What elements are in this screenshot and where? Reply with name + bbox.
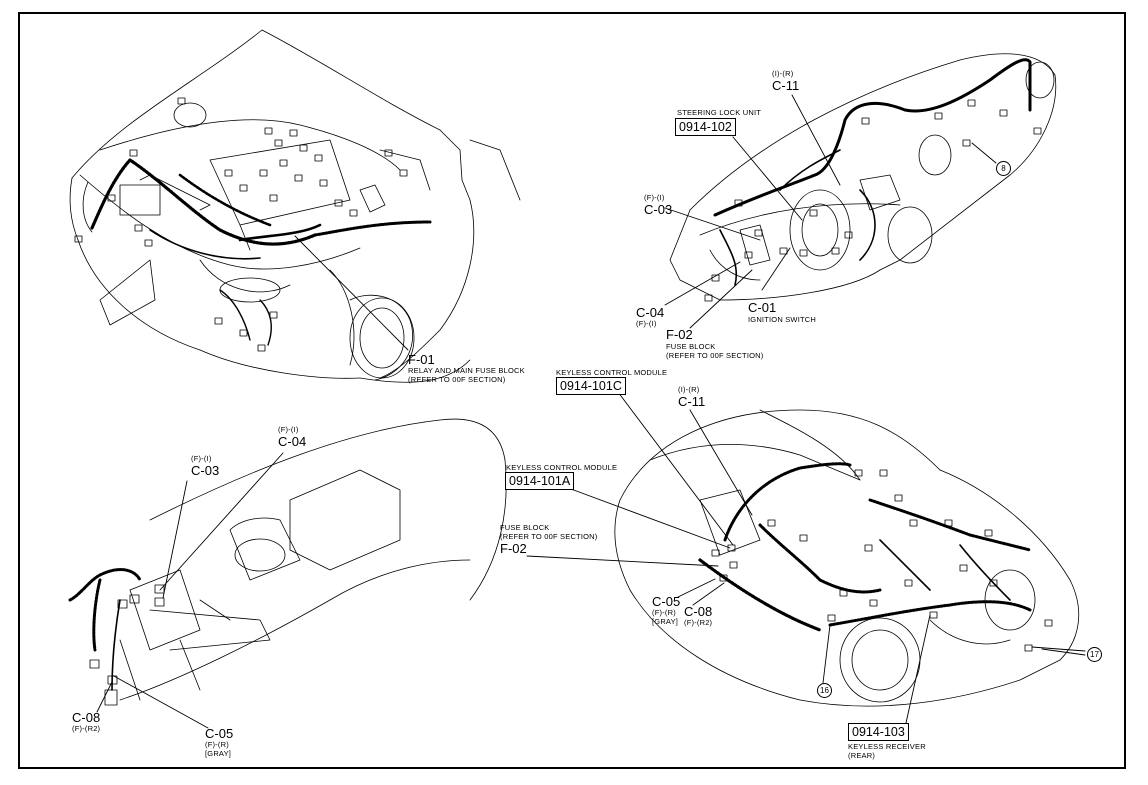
top-c03-sub: (F)-(I): [644, 193, 665, 202]
top-c04-sub: (F)-(I): [636, 319, 657, 328]
bl-c05-color: [GRAY]: [205, 749, 232, 758]
top-f02-code: F-02: [666, 327, 693, 342]
top-f02-desc-line1: FUSE BLOCK: [666, 342, 716, 351]
br-f02-desc: FUSE BLOCK (REFER TO 00F SECTION): [500, 523, 597, 541]
bl-c04-sub: (F)-(I): [278, 425, 299, 434]
top-f02-desc: FUSE BLOCK (REFER TO 00F SECTION): [666, 342, 763, 360]
dashboard-illustration: [664, 53, 1057, 329]
br-c11-code: C-11: [678, 394, 706, 409]
kcm-c-ref: 0914-101C: [556, 377, 626, 395]
br-c05-code: C-05: [652, 594, 681, 609]
bl-c08-code: C-08: [72, 710, 101, 725]
br-c11-sub: (I)-(R): [678, 385, 700, 394]
bl-c08-sub: (F)-(R2): [72, 724, 101, 733]
receiver-ref: 0914-103: [848, 723, 909, 741]
bl-c05-sub: (F)-(R): [205, 740, 229, 749]
top-c11-sub: (I)-(R): [772, 69, 794, 78]
br-f02-desc-line1: FUSE BLOCK: [500, 523, 550, 532]
kcm-a-label: KEYLESS CONTROL MODULE: [506, 463, 618, 472]
top-c04-code: C-04: [636, 305, 665, 320]
c01-desc: IGNITION SWITCH: [748, 315, 816, 324]
full-car-illustration: [526, 387, 1086, 724]
receiver-desc-line1: KEYLESS RECEIVER: [848, 742, 926, 751]
bl-c03-code: C-03: [191, 463, 220, 478]
top-c03-code: C-03: [644, 202, 673, 217]
f01-desc-line1: RELAY AND MAIN FUSE BLOCK: [408, 366, 525, 375]
engine-bay-illustration: [69, 29, 521, 383]
steering-lock-label: STEERING LOCK UNIT: [677, 108, 762, 117]
br-c08-sub: (F)-(R2): [684, 618, 713, 627]
steering-column-illustration: [68, 418, 507, 729]
circle-8-marker: 8: [996, 161, 1011, 176]
circle-17-marker: 17: [1087, 647, 1102, 662]
top-f02-desc-line2: (REFER TO 00F SECTION): [666, 351, 764, 360]
f01-desc-line2: (REFER TO 00F SECTION): [408, 375, 506, 384]
kcm-a-ref: 0914-101A: [505, 472, 575, 490]
kcm-c-label: KEYLESS CONTROL MODULE: [556, 368, 668, 377]
br-f02-desc-line2: (REFER TO 00F SECTION): [500, 532, 598, 541]
circle-16-marker: 16: [817, 683, 832, 698]
f01-desc: RELAY AND MAIN FUSE BLOCK (REFER TO 00F …: [408, 366, 525, 384]
receiver-desc-line2: (REAR): [848, 751, 876, 760]
bl-c03-sub: (F)-(I): [191, 454, 212, 463]
c01-code: C-01: [748, 300, 777, 315]
bl-c04-code: C-04: [278, 434, 307, 449]
f01-code: F-01: [408, 352, 435, 367]
br-c08-code: C-08: [684, 604, 713, 619]
diagram-frame: [18, 12, 1126, 769]
bl-c05-code: C-05: [205, 726, 234, 741]
receiver-desc: KEYLESS RECEIVER (REAR): [848, 742, 926, 760]
top-c11-code: C-11: [772, 78, 800, 93]
br-c05-color: [GRAY]: [652, 617, 679, 626]
br-c05-sub: (F)-(R): [652, 608, 676, 617]
steering-lock-ref: 0914-102: [675, 118, 736, 136]
br-f02-code: F-02: [500, 541, 527, 556]
